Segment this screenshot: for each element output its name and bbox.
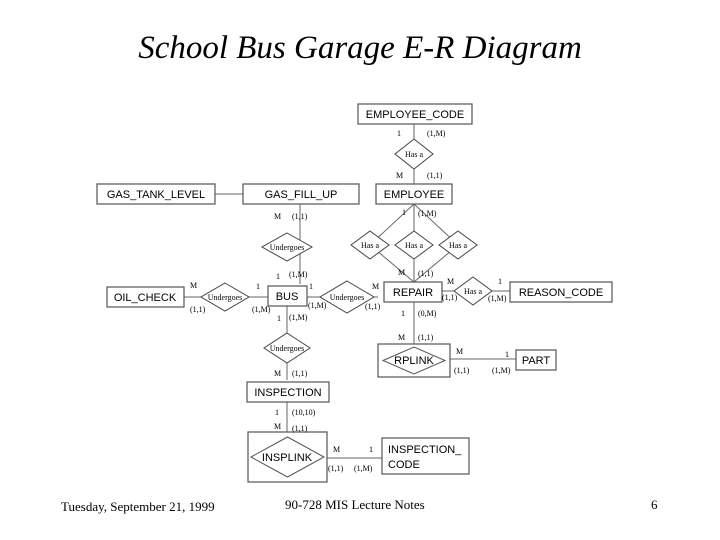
svg-text:1: 1 [402, 208, 406, 217]
svg-text:INSPECTION_: INSPECTION_ [388, 444, 462, 456]
svg-text:EMPLOYEE: EMPLOYEE [384, 189, 445, 201]
svg-text:(1,M): (1,M) [418, 209, 437, 218]
svg-text:M: M [274, 212, 281, 221]
svg-text:INSPLINK: INSPLINK [262, 452, 313, 464]
relationship-undergoes-repair[interactable]: Undergoes [319, 280, 375, 314]
svg-text:1: 1 [397, 129, 401, 138]
svg-text:M: M [190, 281, 197, 290]
svg-text:(1,M): (1,M) [252, 305, 271, 314]
svg-text:(1,M): (1,M) [488, 294, 507, 303]
svg-text:(1,1): (1,1) [418, 333, 434, 342]
slide-title: School Bus Garage E-R Diagram [138, 30, 582, 66]
svg-text:(0,M): (0,M) [418, 309, 437, 318]
relationship-has-a-left[interactable]: Has a [350, 230, 390, 260]
svg-text:RPLINK: RPLINK [394, 355, 434, 367]
svg-text:M: M [398, 268, 405, 277]
svg-text:GAS_TANK_LEVEL: GAS_TANK_LEVEL [107, 189, 205, 201]
svg-text:Undergoes: Undergoes [330, 293, 365, 302]
svg-text:(1,1): (1,1) [292, 424, 308, 433]
svg-text:Has a: Has a [361, 241, 379, 250]
svg-text:Undergoes: Undergoes [270, 344, 305, 353]
svg-text:Has a: Has a [464, 287, 482, 296]
svg-text:Has a: Has a [405, 150, 423, 159]
svg-text:(1,1): (1,1) [454, 366, 470, 375]
svg-text:Undergoes: Undergoes [270, 243, 305, 252]
svg-text:(1,1): (1,1) [292, 369, 308, 378]
entity-insplink[interactable]: INSPLINK [247, 431, 328, 483]
svg-text:OIL_CHECK: OIL_CHECK [114, 292, 177, 304]
svg-text:M: M [274, 369, 281, 378]
cardinality-labels: 1 (1,M) M (1,1) M (1,1) 1 (1,M) 1 (1,M) … [190, 129, 511, 473]
svg-text:(1,1): (1,1) [292, 212, 308, 221]
svg-text:M: M [333, 445, 340, 454]
svg-text:(1,M): (1,M) [354, 464, 373, 473]
er-diagram: .ent { fill: #fff; stroke: #555; stroke-… [96, 103, 613, 483]
entity-repair[interactable]: REPAIR [383, 281, 443, 303]
entity-oil-check[interactable]: OIL_CHECK [106, 286, 185, 308]
svg-text:(1,M): (1,M) [492, 366, 511, 375]
relationship-has-a-middle[interactable]: Has a [394, 230, 434, 260]
svg-text:EMPLOYEE_CODE: EMPLOYEE_CODE [366, 109, 464, 121]
entity-inspection-code[interactable]: INSPECTION_ CODE [381, 437, 470, 475]
svg-text:1: 1 [505, 350, 509, 359]
entity-gas-tank-level[interactable]: GAS_TANK_LEVEL [96, 183, 216, 205]
svg-text:(1,1): (1,1) [427, 171, 443, 180]
svg-text:M: M [447, 277, 454, 286]
svg-text:1: 1 [401, 309, 405, 318]
svg-text:(1,1): (1,1) [442, 293, 458, 302]
svg-text:1: 1 [256, 282, 260, 291]
svg-text:1: 1 [276, 272, 280, 281]
svg-text:(1,1): (1,1) [365, 302, 381, 311]
svg-text:(1,1): (1,1) [190, 305, 206, 314]
entity-inspection[interactable]: INSPECTION [246, 381, 330, 403]
entity-employee[interactable]: EMPLOYEE [375, 183, 453, 205]
svg-text:Has a: Has a [405, 241, 423, 250]
svg-text:REPAIR: REPAIR [393, 287, 433, 299]
svg-text:CODE: CODE [388, 459, 420, 471]
svg-text:M: M [398, 333, 405, 342]
svg-text:M: M [274, 422, 281, 431]
svg-text:M: M [372, 282, 379, 291]
svg-text:(1,M): (1,M) [289, 270, 308, 279]
footer-course: 90-728 MIS Lecture Notes [285, 497, 425, 512]
svg-text:1: 1 [309, 282, 313, 291]
entity-gas-fill-up[interactable]: GAS_FILL_UP [242, 183, 360, 205]
relationship-undergoes-inspection[interactable]: Undergoes [263, 332, 311, 364]
relationship-undergoes-oil-check[interactable]: Undergoes [200, 282, 250, 312]
svg-text:1: 1 [369, 445, 373, 454]
entity-bus[interactable]: BUS [267, 285, 308, 307]
svg-text:1: 1 [277, 314, 281, 323]
svg-text:PART: PART [522, 355, 551, 367]
entity-part[interactable]: PART [515, 349, 557, 371]
relationship-has-a-reason-code[interactable]: Has a [453, 276, 493, 306]
relationship-undergoes-gas-fill-up[interactable]: Undergoes [260, 232, 314, 262]
footer-date: Tuesday, September 21, 1999 [61, 499, 215, 514]
svg-text:1: 1 [498, 277, 502, 286]
svg-text:Undergoes: Undergoes [208, 293, 243, 302]
svg-text:BUS: BUS [276, 291, 299, 303]
svg-text:(1,M): (1,M) [308, 301, 327, 310]
svg-text:REASON_CODE: REASON_CODE [519, 287, 603, 299]
entity-employee-code[interactable]: EMPLOYEE_CODE [357, 103, 473, 125]
svg-text:Has a: Has a [449, 241, 467, 250]
svg-text:(1,1): (1,1) [418, 269, 434, 278]
svg-text:M: M [456, 347, 463, 356]
entity-rplink[interactable]: RPLINK [377, 343, 451, 378]
svg-text:GAS_FILL_UP: GAS_FILL_UP [265, 189, 338, 201]
svg-text:INSPECTION: INSPECTION [254, 387, 321, 399]
svg-text:(10,10): (10,10) [292, 408, 316, 417]
footer-page-number: 6 [651, 497, 658, 512]
relationship-has-a-right[interactable]: Has a [438, 230, 478, 260]
entity-reason-code[interactable]: REASON_CODE [509, 281, 613, 303]
svg-text:(1,1): (1,1) [328, 464, 344, 473]
svg-text:1: 1 [275, 408, 279, 417]
svg-text:(1,M): (1,M) [289, 313, 308, 322]
svg-text:(1,M): (1,M) [427, 129, 446, 138]
relationship-has-a-employee-code[interactable]: Has a [394, 138, 434, 170]
svg-text:M: M [396, 171, 403, 180]
